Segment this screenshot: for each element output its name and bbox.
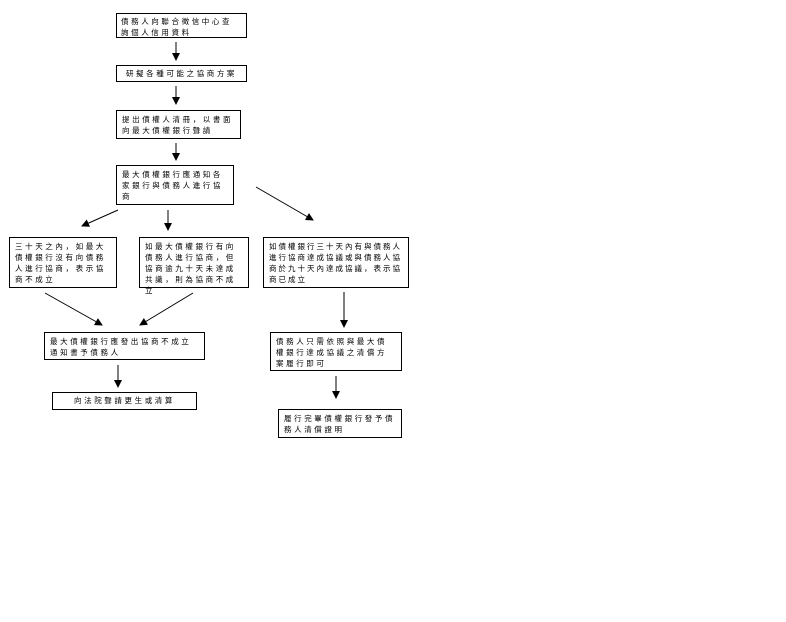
step-failure-notice: 最大債權銀行應發出協商不成立通知書予債務人 [44,332,205,360]
step-court-petition: 向法院聲請更生或清算 [52,392,197,410]
step-submit-list: 提出債權人清冊，以書面向最大債權銀行聲請 [116,110,241,139]
arrow-4-7 [255,186,314,221]
step-no-negotiation-30-days: 三十天之內，如最大債權銀行沒有向債務人進行協商，表示協商不成立 [9,237,117,288]
arrow-5-8 [44,292,103,326]
arrow-6-8 [139,292,194,326]
step-query-credit: 債務人向聯合徵信中心查詢個人信用資料 [116,13,247,38]
step-follow-plan: 債務人只需依照與最大債權銀行達成協議之清償方案履行即可 [270,332,402,371]
step-no-consensus-90-days: 如最大債權銀行有向債務人進行協商，但協商逾九十天未達成共識，則為協商不成立 [139,237,249,295]
arrow-4-5 [81,209,119,227]
step-repayment-certificate: 履行完畢債權銀行發予債務人清償證明 [278,409,402,438]
step-notify-banks: 最大債權銀行應通知各家銀行與債務人進行協商 [116,165,234,205]
step-agreement-reached: 如債權銀行三十天內有與債務人進行協商達成協議或與債務人協商於九十天內達成協議，表… [263,237,409,288]
step-draft-plan: 研擬各種可能之協商方案 [116,65,247,82]
